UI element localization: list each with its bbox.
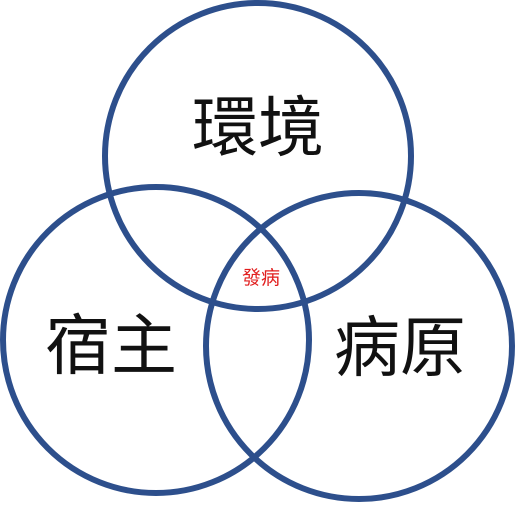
label-host: 宿主 <box>45 308 177 385</box>
circle-environment <box>102 0 414 312</box>
label-environment: 環境 <box>192 90 324 167</box>
intersection-label: 發病 <box>242 267 280 289</box>
circle-host <box>0 184 312 496</box>
label-pathogen: 病原 <box>334 310 466 387</box>
circle-pathogen <box>203 190 515 502</box>
